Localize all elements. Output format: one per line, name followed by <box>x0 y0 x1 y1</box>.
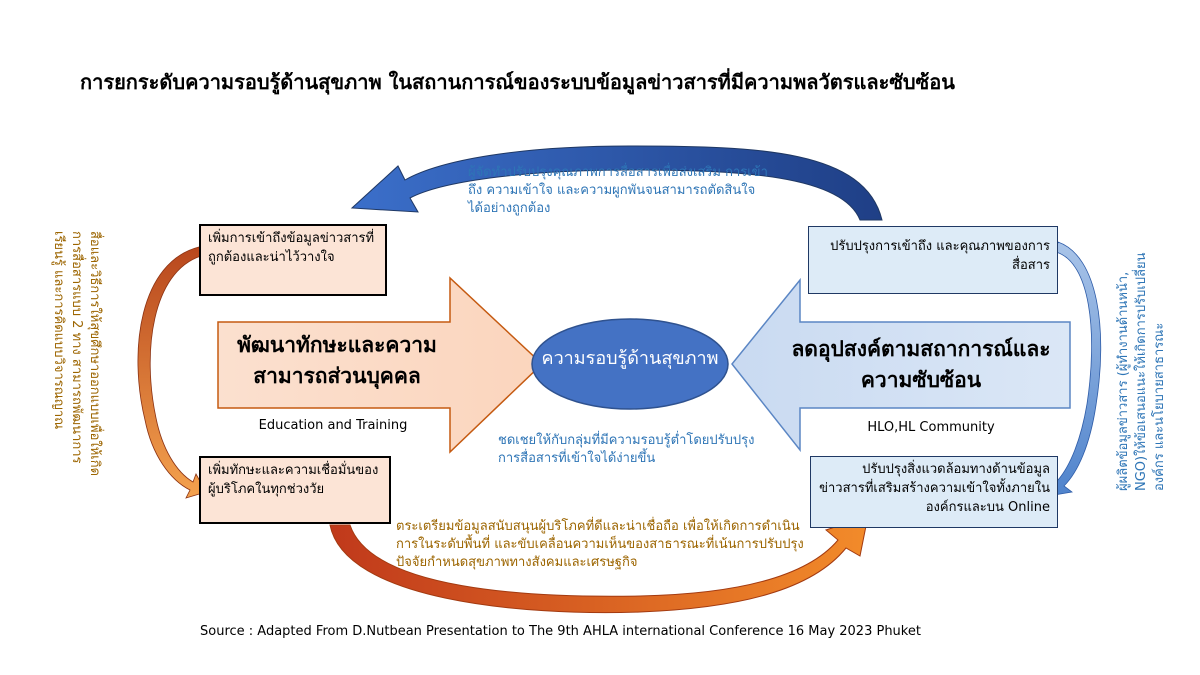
left-arrow-caption: Education and Training <box>258 418 408 433</box>
box-top-right: ปรับปรุงการเข้าถึง และคุณภาพของการสื่อสา… <box>808 226 1058 294</box>
top-feedback-arrow <box>350 145 883 221</box>
source-citation: Source : Adapted From D.Nutbean Presenta… <box>200 624 921 639</box>
center-label: ความรอบรู้ด้านสุขภาพ <box>541 348 719 369</box>
note-middle: ชดเชยให้กับกลุ่มที่มีความรอบรู้ต่ำโดยปรั… <box>498 433 755 466</box>
left-block-arrow <box>217 276 544 454</box>
box-top-left: เพิ่มการเข้าถึงข้อมูลข่าวสารที่ถูกต้องแล… <box>199 224 387 296</box>
left-feedback-arrow <box>137 246 207 499</box>
right-arrow-caption: HLO,HL Community <box>867 420 995 435</box>
box-bottom-left: เพิ่มทักษะและความเชื่อมั่นของผู้บริโภคใน… <box>199 456 391 524</box>
box-bottom-right: ปรับปรุงสิ่งแวดล้อมทางด้านข้อมูลข่าวสารท… <box>810 456 1058 528</box>
right-arrow-label: ลดอุปสงค์ตามสถาการณ์และความซับซ้อน <box>791 337 1051 392</box>
note-right-vertical: ผู้ผลิตข้อมูลข่าวสาร (ผู้ทำงานด้านหน้า, … <box>1116 252 1167 491</box>
center-ellipse <box>531 318 729 410</box>
note-left-vertical: สื่อและวิธีการให้สุขศึกษาออกแบบเพื่อให้เ… <box>51 231 102 477</box>
note-bottom: ตระเตรียมข้อมูลสนับสนุนผู้บริโภคที่ดีและ… <box>396 519 804 570</box>
note-top: ผู้จัดทำปรับปรุงคุณภาพการสื่อสารเพื่อส่ง… <box>468 165 768 216</box>
left-arrow-label: พัฒนาทักษะและความสามารถส่วนบุคคล <box>237 333 437 388</box>
bottom-feedback-arrow <box>329 515 869 614</box>
page-title: การยกระดับความรอบรู้ด้านสุขภาพ ในสถานการ… <box>80 70 955 94</box>
right-block-arrow <box>731 277 1071 453</box>
